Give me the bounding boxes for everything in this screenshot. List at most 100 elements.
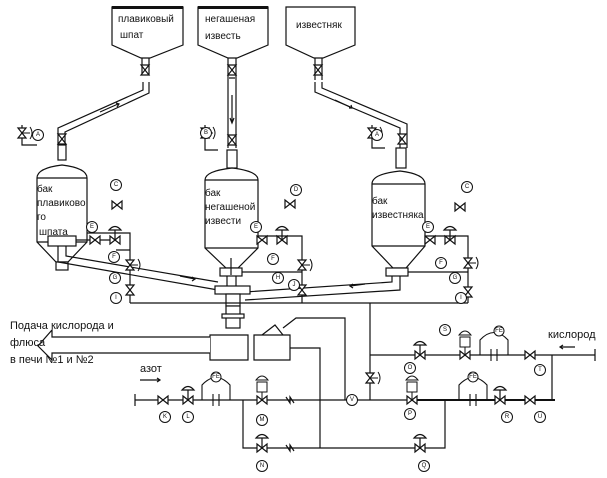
tank-label: бак bbox=[37, 183, 53, 195]
instrument-tag: L bbox=[182, 411, 194, 423]
solenoid-actuator-icon bbox=[256, 381, 268, 393]
instrument-tag: A bbox=[371, 129, 383, 141]
diaphragm-actuator-icon bbox=[180, 385, 196, 400]
valve-icon[interactable] bbox=[454, 201, 466, 213]
instrument-tag-letter: J bbox=[293, 282, 296, 288]
valve-icon[interactable] bbox=[312, 64, 324, 76]
instrument-tag-letter: F bbox=[271, 256, 275, 262]
outlet-label: Подача кислорода и bbox=[10, 320, 114, 332]
instrument-tag: T bbox=[534, 364, 546, 376]
tank-limestone bbox=[371, 147, 426, 269]
valve-icon[interactable] bbox=[56, 133, 68, 145]
instrument-tag: E bbox=[422, 221, 434, 233]
instrument-tag: U bbox=[534, 411, 546, 423]
instrument-tag: F bbox=[435, 257, 447, 269]
instrument-tag-letter: I bbox=[460, 295, 462, 301]
flow-element-icon bbox=[479, 331, 509, 361]
valve-icon[interactable] bbox=[412, 433, 428, 454]
instrument-tag-letter: F bbox=[112, 254, 116, 260]
handwheel-icon bbox=[22, 126, 33, 140]
instrument-tag-letter: FE bbox=[495, 328, 503, 334]
valve-icon[interactable] bbox=[226, 64, 238, 76]
instrument-tag-letter: E bbox=[254, 224, 258, 230]
outlet-label: в печи №1 и №2 bbox=[10, 354, 94, 366]
instrument-tag: V bbox=[346, 394, 358, 406]
instrument-tag: H bbox=[272, 272, 284, 284]
discharge-pipes bbox=[47, 235, 409, 329]
instrument-tag: B bbox=[200, 127, 212, 139]
valve-icon[interactable] bbox=[124, 284, 136, 296]
tank-quicklime bbox=[204, 149, 259, 269]
hopper-label: известняк bbox=[296, 20, 342, 31]
valve-icon[interactable] bbox=[89, 234, 101, 246]
valve-icon[interactable] bbox=[296, 258, 313, 272]
valve-icon[interactable] bbox=[296, 284, 308, 296]
valve-icon[interactable] bbox=[274, 225, 290, 246]
valve-icon[interactable] bbox=[412, 340, 428, 361]
handwheel-icon bbox=[130, 258, 141, 272]
instrument-tag: D bbox=[290, 184, 302, 196]
purge-lines bbox=[21, 125, 469, 304]
instrument-tag: FE bbox=[210, 371, 222, 383]
instrument-tag-letter: A bbox=[36, 132, 40, 138]
valve-icon[interactable] bbox=[256, 234, 268, 246]
tank-label: известняка bbox=[372, 210, 424, 221]
hopper-label: негашеная bbox=[205, 14, 255, 25]
diaphragm-actuator-icon bbox=[107, 225, 123, 240]
valve-icon[interactable] bbox=[284, 198, 296, 210]
instrument-tag: FE bbox=[493, 325, 505, 337]
valve-icon[interactable] bbox=[226, 134, 238, 146]
valve-icon[interactable] bbox=[107, 225, 123, 246]
tank-label: го bbox=[37, 212, 46, 223]
valve-icon[interactable] bbox=[16, 126, 33, 140]
valve-icon[interactable] bbox=[254, 433, 270, 454]
valve-icon[interactable] bbox=[364, 371, 381, 385]
instrument-tag-letter: G bbox=[113, 275, 118, 281]
solenoid-actuator-icon bbox=[459, 336, 471, 348]
instrument-tag: C bbox=[461, 181, 473, 193]
instrument-tag-letter: Q bbox=[422, 463, 427, 469]
instrument-tag: E bbox=[86, 221, 98, 233]
valve-icon[interactable] bbox=[457, 330, 473, 361]
tank-label: бак bbox=[372, 195, 388, 207]
valve-icon[interactable] bbox=[462, 256, 479, 270]
valve-icon[interactable] bbox=[404, 375, 420, 406]
valve-icon[interactable] bbox=[124, 258, 141, 272]
valve-icon[interactable] bbox=[396, 133, 408, 145]
instrument-tag-letter: FE bbox=[212, 374, 220, 380]
valve-icon[interactable] bbox=[157, 394, 169, 406]
instrument-tag-letter: R bbox=[505, 414, 510, 420]
valve-icon[interactable] bbox=[492, 385, 508, 406]
instrument-tag-letter: E bbox=[426, 224, 430, 230]
diaphragm-actuator-icon bbox=[492, 385, 508, 400]
instrument-tag-letter: P bbox=[408, 411, 412, 417]
oxygen-label: кислород bbox=[548, 329, 596, 341]
valve-icon[interactable] bbox=[254, 375, 270, 406]
instrument-tag-letter: C bbox=[465, 184, 470, 190]
instrument-tag-letter: FE bbox=[469, 374, 477, 380]
valve-icon[interactable] bbox=[180, 385, 196, 406]
valve-icon[interactable] bbox=[524, 394, 536, 406]
hopper-label: плавиковый bbox=[118, 14, 174, 25]
instrument-tag: F bbox=[108, 251, 120, 263]
valve-icon[interactable] bbox=[111, 199, 123, 211]
instrument-tag: Q bbox=[418, 460, 430, 472]
diaphragm-actuator-icon bbox=[412, 340, 428, 355]
valve-icon[interactable] bbox=[442, 225, 458, 246]
instrument-tag: FE bbox=[467, 371, 479, 383]
instrument-tag: I bbox=[455, 292, 467, 304]
tank-label: плавиково bbox=[37, 198, 86, 209]
mixer bbox=[37, 317, 346, 400]
valve-icon[interactable] bbox=[524, 349, 536, 361]
valve-icon[interactable] bbox=[139, 64, 151, 76]
instrument-tag-letter: K bbox=[163, 414, 167, 420]
valve-icon[interactable] bbox=[424, 234, 436, 246]
instrument-tag-letter: L bbox=[186, 414, 190, 420]
outlet-label: флюса bbox=[10, 337, 46, 349]
instrument-tag: N bbox=[256, 460, 268, 472]
instrument-tag-letter: D bbox=[294, 187, 299, 193]
instrument-tag-letter: M bbox=[260, 417, 265, 423]
